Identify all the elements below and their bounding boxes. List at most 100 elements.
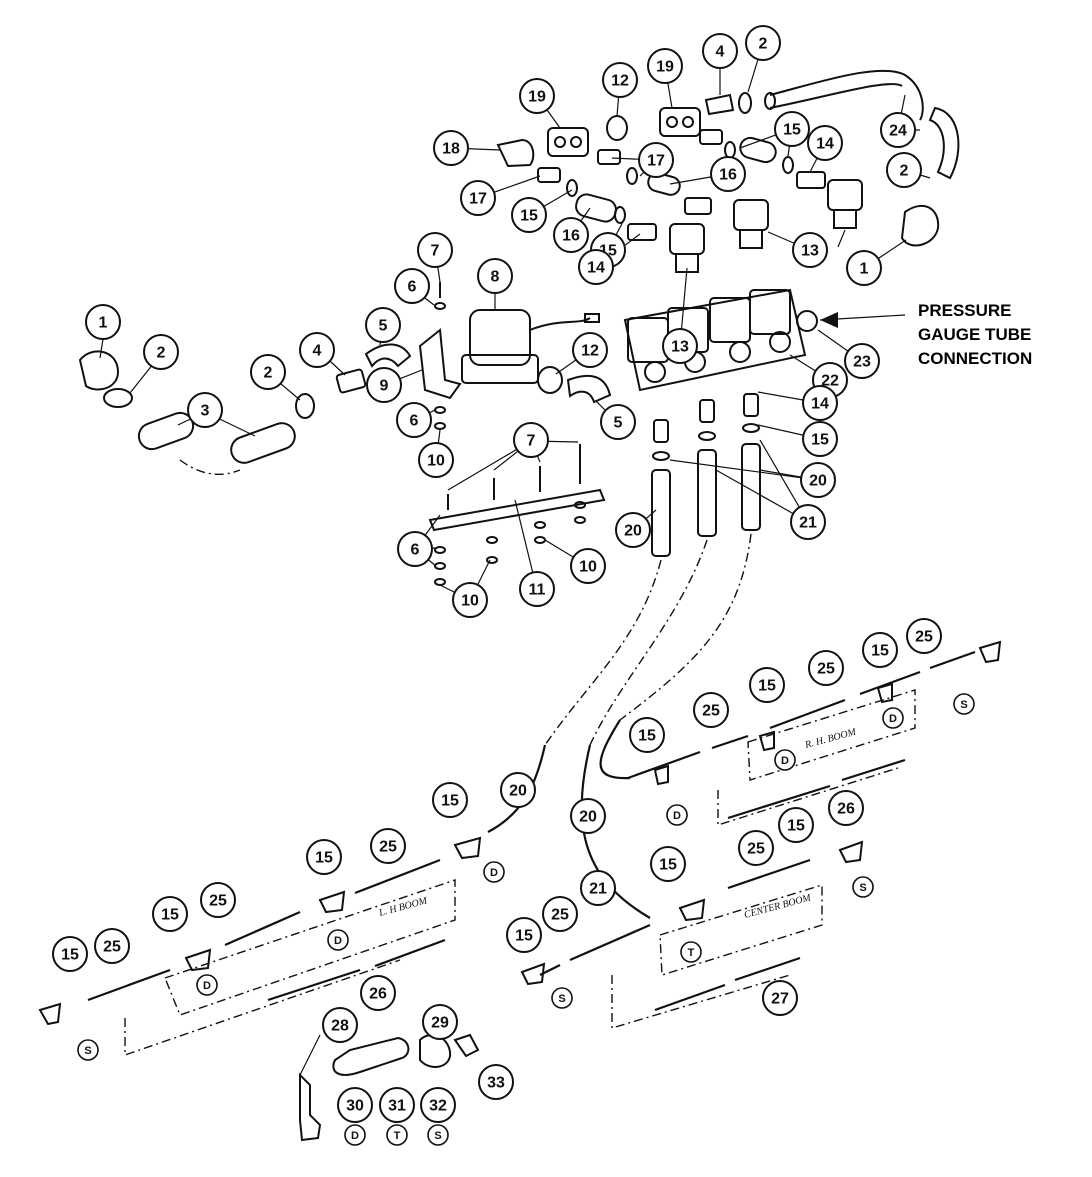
tag-circle	[852, 876, 874, 898]
hose-21-mid	[697, 399, 717, 537]
callout-number: 25	[817, 661, 835, 678]
callout-2: 2	[745, 25, 781, 61]
clamp-2-left	[103, 388, 133, 408]
callout-circle	[570, 548, 606, 584]
callout-number: 15	[659, 857, 677, 874]
callout-number: 15	[811, 432, 829, 449]
callout-17: 17	[638, 142, 674, 178]
callout-number: 23	[853, 354, 871, 371]
callout-number: 15	[871, 643, 889, 660]
callout-number: 15	[515, 928, 533, 945]
callout-29: 29	[422, 1004, 458, 1040]
callout-circle	[506, 917, 542, 953]
callout-circle	[85, 304, 121, 340]
callout-circle	[360, 975, 396, 1011]
callout-circle	[322, 1007, 358, 1043]
callout-3: 3	[187, 392, 223, 428]
callout-number: 25	[915, 629, 933, 646]
route-20-left	[544, 559, 662, 746]
route-20-right	[619, 533, 752, 721]
callout-circle	[880, 112, 916, 148]
callout-15: 15	[511, 197, 547, 233]
tag-circle	[344, 1124, 366, 1146]
callout-circle	[299, 332, 335, 368]
callout-7: 7	[513, 422, 549, 458]
callout-27: 27	[762, 980, 798, 1016]
callout-25: 25	[693, 692, 729, 728]
hose-20-right	[741, 393, 761, 531]
callout-circle	[790, 504, 826, 540]
tag-letter: S	[434, 1130, 441, 1142]
callout-number: 11	[529, 582, 546, 599]
callout-20: 20	[500, 772, 536, 808]
callout-13: 13	[792, 232, 828, 268]
callout-number: 25	[379, 839, 397, 856]
tag-letter: D	[889, 713, 897, 725]
callout-circle	[396, 402, 432, 438]
callout-2: 2	[143, 334, 179, 370]
valves-13	[669, 179, 863, 273]
callout-number: 15	[161, 907, 179, 924]
callout-number: 15	[758, 678, 776, 695]
callout-15: 15	[629, 717, 665, 753]
nozzle-tag-D: D	[344, 1124, 366, 1146]
nozzle-tag-D: D	[882, 707, 904, 729]
callout-circle	[578, 249, 614, 285]
callout-15: 15	[650, 846, 686, 882]
callout-number: 13	[801, 243, 819, 260]
callout-number: 20	[509, 783, 527, 800]
callout-number: 25	[209, 893, 227, 910]
nipples-row	[537, 129, 723, 183]
callout-circle	[500, 772, 536, 808]
callout-number: 15	[315, 850, 333, 867]
callout-number: 16	[719, 167, 737, 184]
callout-number: 3	[201, 403, 210, 420]
callout-circle	[433, 130, 469, 166]
callout-number: 22	[821, 373, 839, 390]
callout-number: 24	[889, 123, 907, 140]
tee-19-left	[547, 127, 589, 157]
callout-number: 2	[759, 36, 768, 53]
callout-15: 15	[506, 917, 542, 953]
nipples-14-top	[627, 171, 826, 241]
elbow-5-left	[364, 343, 412, 368]
callout-circle	[647, 48, 683, 84]
callout-circle	[306, 839, 342, 875]
tag-circle	[953, 693, 975, 715]
callout-13: 13	[662, 328, 698, 364]
callout-circle	[250, 354, 286, 390]
manifold-22	[623, 288, 807, 392]
callout-circle	[774, 111, 810, 147]
callout-circle	[94, 928, 130, 964]
callout-number: 8	[491, 269, 500, 286]
callout-number: 26	[837, 801, 855, 818]
callout-number: 2	[157, 345, 166, 362]
callout-circle	[366, 367, 402, 403]
nozzle-tag-S: S	[953, 693, 975, 715]
callout-32: 32	[420, 1087, 456, 1123]
callout-number: 26	[369, 986, 387, 1003]
callout-number: 25	[551, 907, 569, 924]
callout-19: 19	[647, 48, 683, 84]
callout-11: 11	[519, 571, 555, 607]
callout-circle	[418, 442, 454, 478]
clamps-15-top	[566, 141, 794, 224]
tag-circle	[196, 974, 218, 996]
plug-12-top	[606, 115, 628, 141]
nozzle-tag-D: D	[327, 929, 349, 951]
nozzle-tag-D: D	[774, 749, 796, 771]
callout-circle	[580, 870, 616, 906]
callout-26: 26	[828, 790, 864, 826]
callout-circle	[570, 798, 606, 834]
callout-number: 15	[787, 818, 805, 835]
callout-number: 20	[624, 523, 642, 540]
callout-8: 8	[477, 258, 513, 294]
callout-number: 12	[581, 343, 599, 360]
callout-25: 25	[906, 618, 942, 654]
callout-15: 15	[778, 807, 814, 843]
callout-number: 7	[431, 243, 440, 260]
callout-circle	[420, 1087, 456, 1123]
callout-16: 16	[553, 217, 589, 253]
